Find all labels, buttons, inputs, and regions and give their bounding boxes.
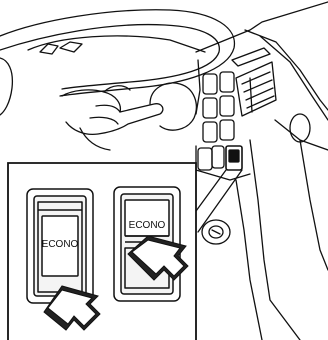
center-console [196, 2, 328, 52]
detail-callout: ECONO ECONO [8, 163, 196, 340]
air-vent [232, 48, 276, 116]
econo-label-left: ECONO [42, 239, 79, 250]
econo-label-right: ECONO [129, 220, 166, 231]
steering-wheel-hub [0, 58, 12, 115]
econo-switch-left: ECONO [27, 189, 93, 303]
target-econo-switch-on-console [226, 146, 242, 170]
console-knob [202, 220, 230, 244]
gauge-dial [150, 83, 196, 130]
hand-on-wheel [62, 90, 163, 134]
